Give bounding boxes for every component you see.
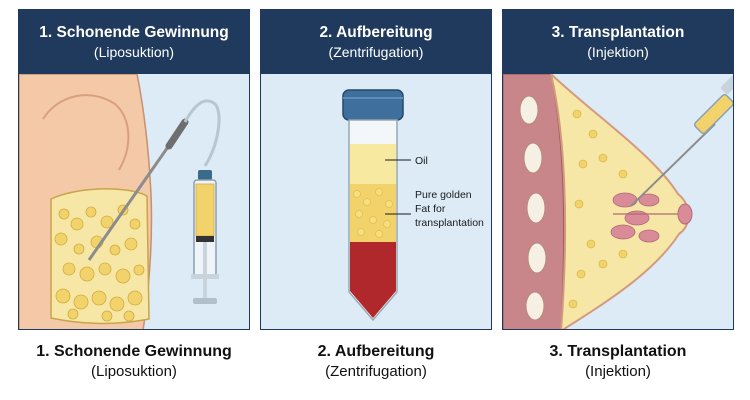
panel-transplantation: 3. Transplantation (Injektion) [502, 9, 734, 330]
panel-subtitle: (Zentrifugation) [328, 43, 424, 60]
caption-liposuction: 1. Schonende Gewinnung (Liposuktion) [18, 341, 250, 382]
panel-title: 3. Transplantation [551, 23, 685, 41]
centrifuge-tube-illustration: Oil Pure golden Fat for transplantation [342, 89, 484, 322]
panel-header: 2. Aufbereitung (Zentrifugation) [261, 10, 491, 74]
glandular-lobules [610, 192, 660, 243]
tube-cap [342, 89, 404, 121]
cannula-handle [165, 118, 189, 150]
blood-layer [350, 242, 396, 318]
label-fat-line3: transplantation [415, 217, 484, 229]
panel-liposuction: 1. Schonende Gewinnung (Liposuktion) [18, 9, 250, 330]
liposuction-illustration [19, 74, 221, 329]
panel-subtitle: (Liposuktion) [93, 43, 175, 60]
caption-centrifugation: 2. Aufbereitung (Zentrifugation) [260, 341, 492, 382]
caption-subtitle: (Liposuktion) [91, 363, 177, 380]
caption-title: 2. Aufbereitung [317, 343, 435, 360]
panel-header: 3. Transplantation (Injektion) [503, 10, 733, 74]
oil-layer [350, 144, 396, 184]
fat-globules [54, 204, 145, 322]
cannula [87, 133, 179, 261]
suction-tube [183, 99, 221, 167]
injection-needle [630, 123, 716, 207]
panel-title: 2. Aufbereitung [319, 23, 433, 41]
injection-syringe [693, 75, 733, 135]
caption-title: 3. Transplantation [549, 343, 687, 360]
skin-contour [42, 94, 130, 171]
breast-injection-illustration [503, 74, 733, 329]
panel-title: 1. Schonende Gewinnung [39, 23, 229, 41]
panel-centrifugation: 2. Aufbereitung (Zentrifugation) Oil Pur… [260, 9, 492, 330]
nipple [677, 203, 693, 225]
label-oil: Oil [415, 155, 428, 167]
label-fat-line1: Pure golden [415, 189, 472, 201]
panel-header: 1. Schonende Gewinnung (Liposuktion) [19, 10, 249, 74]
ribs [519, 95, 547, 321]
panel-subtitle: (Injektion) [587, 43, 649, 60]
syringe [191, 170, 219, 304]
caption-transplantation: 3. Transplantation (Injektion) [502, 341, 734, 382]
caption-subtitle: (Injektion) [585, 363, 651, 380]
caption-subtitle: (Zentrifugation) [325, 363, 427, 380]
caption-title: 1. Schonende Gewinnung [36, 343, 232, 360]
label-fat-line2: Fat for [415, 203, 446, 215]
